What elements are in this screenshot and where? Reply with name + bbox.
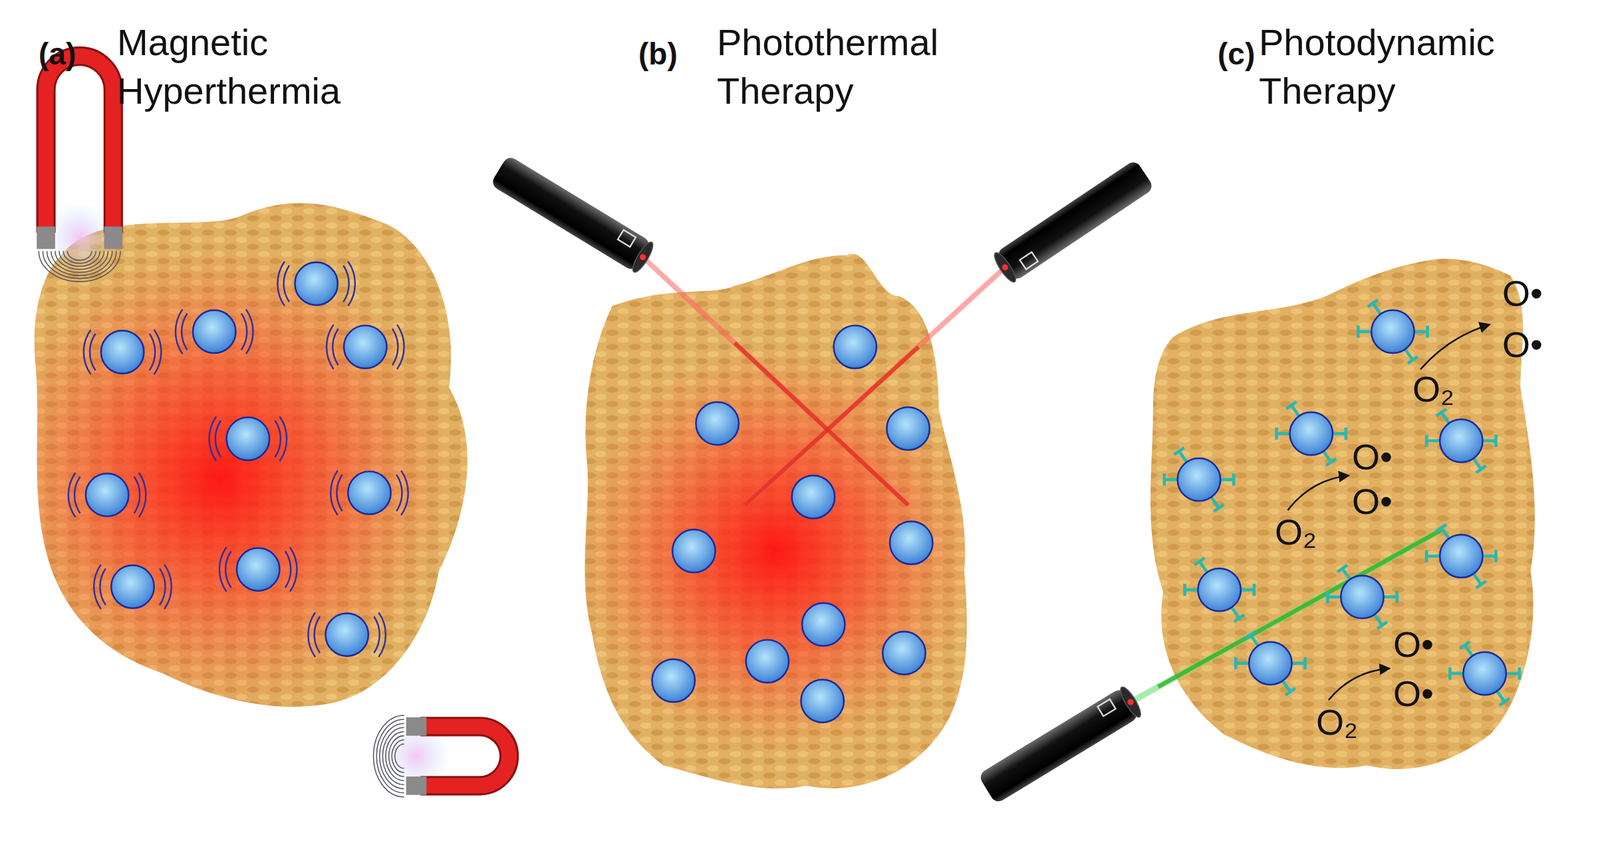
tumour-a bbox=[0, 203, 468, 715]
oxygen-label: O₂ bbox=[1316, 702, 1358, 743]
laser-pointers bbox=[490, 154, 1156, 285]
panel-title: Photodynamic Therapy bbox=[1258, 18, 1559, 116]
oxygen-label: O• bbox=[1351, 482, 1393, 522]
laser-pointer-c bbox=[977, 684, 1144, 805]
oxygen-label: O₂ bbox=[1274, 512, 1317, 552]
oxygen-label: O• bbox=[1351, 437, 1393, 477]
panel-heading: (b) Photothermal Therapy bbox=[638, 18, 1019, 119]
panel-title: Magnetic Hyperthermia bbox=[117, 18, 417, 116]
photosensitiser-particles bbox=[1164, 299, 1520, 706]
vibrating-nanoparticles bbox=[68, 261, 409, 658]
magnet-bottom bbox=[373, 715, 510, 798]
tumour-b bbox=[571, 254, 980, 789]
panel-heading: (c)Photodynamic Therapy bbox=[1217, 18, 1561, 119]
laser-beams bbox=[643, 257, 1006, 506]
panel-title: Photothermal Therapy bbox=[716, 18, 1017, 116]
panel-letter: (a) bbox=[38, 35, 76, 73]
tumour-c bbox=[1150, 258, 1535, 770]
oxygen-label: O• bbox=[1393, 674, 1434, 714]
oxygen-label: O₂ bbox=[1412, 369, 1455, 409]
oxygen-label: O• bbox=[1393, 625, 1434, 665]
magnet-top bbox=[36, 55, 123, 282]
panel-letter: (b) bbox=[638, 35, 678, 73]
panel-letter: (c) bbox=[1217, 35, 1255, 73]
oxygen-label: O• bbox=[1502, 325, 1543, 365]
panel-heading: (a) Magnetic Hyperthermia bbox=[38, 18, 419, 119]
oxygen-label: O• bbox=[1502, 273, 1543, 314]
nanoparticles-b bbox=[652, 325, 934, 723]
reaction-arrows bbox=[1287, 324, 1490, 701]
